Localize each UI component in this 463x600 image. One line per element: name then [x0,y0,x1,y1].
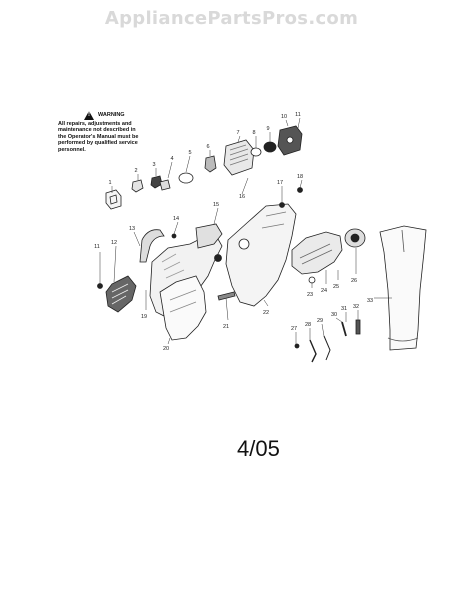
part-5-shape [178,172,194,184]
part-number-28: 28 [305,322,311,328]
part-number-6: 6 [206,144,209,150]
part-3-shape [150,175,171,191]
part-number-27: 27 [291,326,297,332]
part-number-22: 22 [263,310,269,316]
part-number-11: 11 [295,112,301,118]
part-number-15: 15 [213,202,219,208]
part-9-shape [263,141,277,153]
part-12-shape [105,275,137,313]
part-21-shape [217,291,236,301]
part-number-31: 31 [341,306,347,312]
part-number-8: 8 [252,130,255,136]
part-13-shape [139,229,165,263]
part-number-18: 18 [297,174,303,180]
part-number-25: 25 [333,284,339,290]
part-22-shape [225,203,297,307]
part-number-13: 13 [129,226,135,232]
part-1-shape [105,189,122,210]
part-number-19: 19 [141,314,147,320]
warning-line: maintenance not described in [58,127,136,134]
warning-triangle-icon: ! [84,111,94,120]
part-number-9: 9 [266,126,269,132]
part-number-24: 24 [321,288,327,294]
part-10-shape [277,125,303,156]
part-number-23: 23 [307,292,313,298]
part-number-1: 1 [108,180,111,186]
part-8-shape [250,147,262,157]
part-26-shape [344,228,366,248]
revision-date: 4/05 [237,436,280,461]
part-number-20: 20 [163,346,169,352]
warning-notice: ! WARNING All repairs, adjustments and m… [58,111,146,153]
part-number-10: 10 [281,114,287,120]
part-28-shape [309,319,361,363]
part-number-2: 2 [134,168,137,174]
part-6-shape [204,155,217,173]
part-number-3: 3 [152,162,155,168]
part-2-shape [131,179,144,193]
part-7-shape [223,139,255,176]
part-number-12: 12 [111,240,117,246]
fasteners [97,187,316,349]
part-number-21: 21 [223,324,229,330]
site-watermark: AppliancePartsPros.com [104,8,359,29]
warning-line: personnel. [58,146,86,153]
part-20-shape [159,275,207,341]
part-number-33: 33 [367,298,373,304]
warning-title: WARNING [98,112,125,119]
part-24-shape [291,231,343,275]
warning-line: All repairs, adjustments and [58,121,132,127]
warning-header: ! WARNING [84,111,146,120]
warning-line: the Operator's Manual must be [58,133,139,140]
part-number-26: 26 [351,278,357,284]
part-number-30: 30 [331,312,337,318]
part-number-4: 4 [170,156,173,162]
part-number-17: 17 [277,180,283,186]
part-number-14: 14 [173,216,179,222]
part-number-32: 32 [353,304,359,310]
part-33-shape [379,225,427,351]
warning-line: performed by qualified service [58,140,138,147]
part-number-5: 5 [188,150,191,156]
part-number-16: 16 [239,194,245,200]
leader-lines [99,117,392,345]
part-number-29: 29 [317,318,323,324]
part-number-11-left: 11 [94,244,100,250]
part-number-7: 7 [236,130,239,136]
